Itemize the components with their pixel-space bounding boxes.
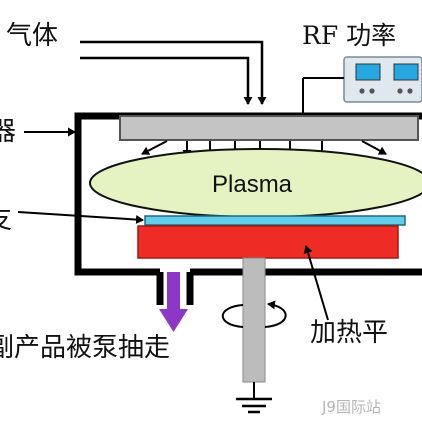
byproduct-label: 副产品被泵抽走 [0, 333, 170, 363]
watermark: J9国际站 [321, 398, 381, 416]
gas-flow-arrow [361, 140, 387, 155]
rf-power-knob [397, 88, 403, 94]
gas-inlet-line-inner [80, 56, 253, 105]
rf-power-knob [407, 88, 413, 94]
exhaust-arrow [159, 272, 188, 332]
electrode-label: 器 [0, 117, 16, 147]
wafer-substrate [144, 215, 406, 226]
ground-icon [236, 382, 272, 414]
substrate-pointer [17, 211, 144, 225]
rf-power-knob [369, 88, 375, 94]
showerhead-electrode [119, 115, 419, 141]
rf-power-display-2 [393, 63, 419, 81]
heater-label: 加热平 [310, 318, 388, 348]
plasma-label: Plasma [212, 171, 293, 198]
support-stem [242, 257, 266, 383]
gas-label: 气体 [6, 21, 58, 51]
rf-power-supply [343, 56, 422, 103]
heater-plate [137, 225, 399, 259]
rf-power-label: RF 功率 [302, 21, 396, 50]
gas-flow-arrow [141, 140, 168, 155]
gas-inlet-line-outer [80, 40, 267, 105]
heater-pointer [303, 245, 329, 321]
rf-power-knob [359, 88, 365, 94]
rotation-arrow [221, 304, 287, 328]
rf-power-display-1 [355, 63, 381, 81]
substrate-label: 支 [0, 205, 12, 235]
